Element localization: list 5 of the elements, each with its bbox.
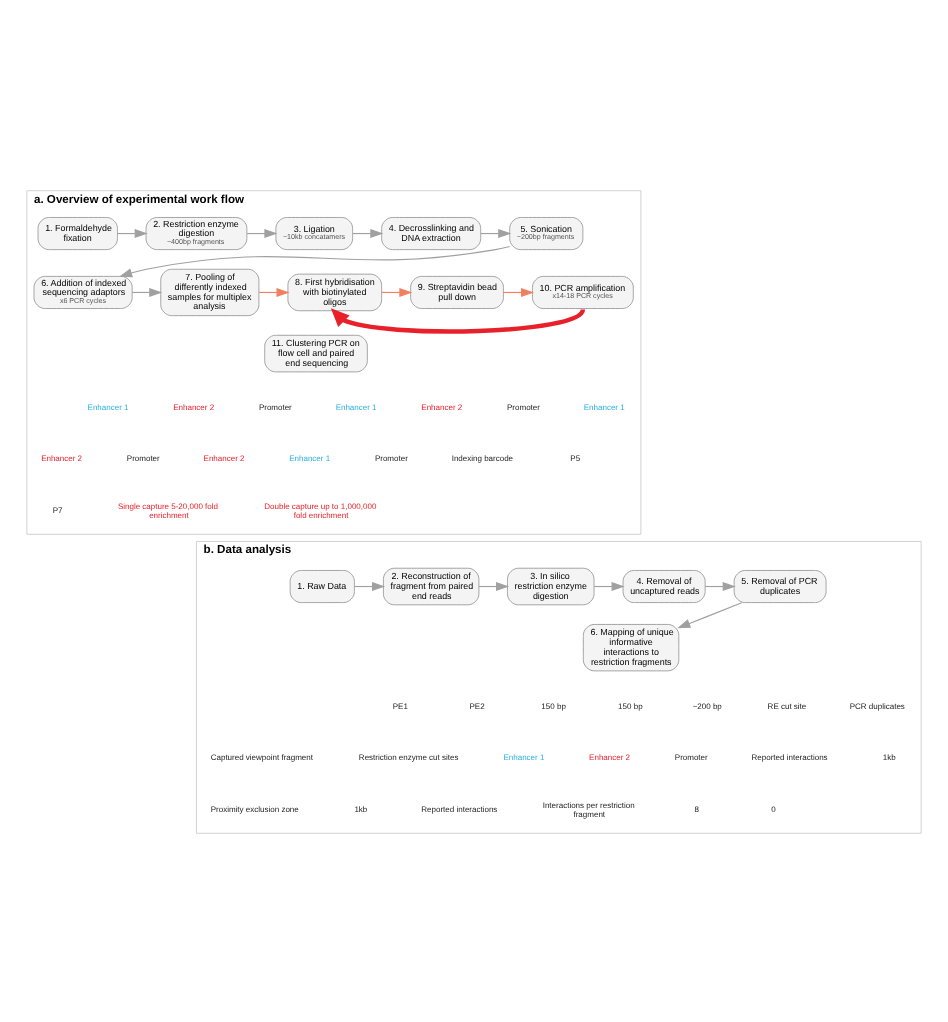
arrow xyxy=(677,601,743,628)
arrow xyxy=(381,286,413,296)
arrow xyxy=(502,286,535,296)
arrow xyxy=(330,307,585,333)
arrow xyxy=(119,244,511,277)
